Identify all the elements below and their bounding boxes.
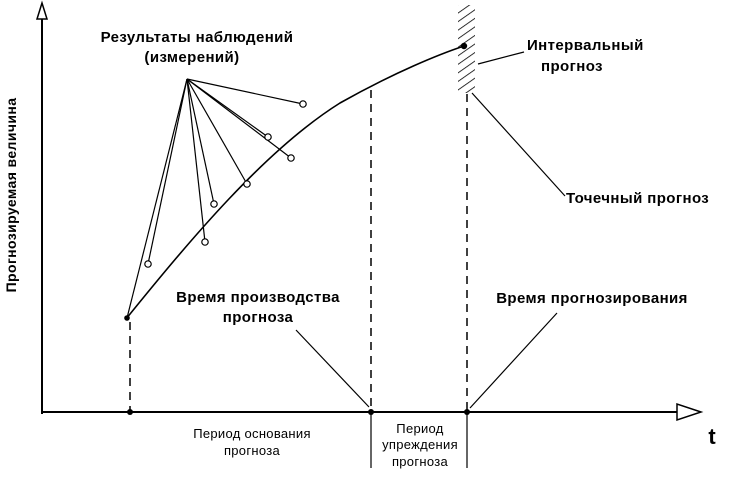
fan-line [147, 78, 188, 265]
y-axis-arrow-icon [35, 0, 49, 20]
point-forecast-dot [460, 42, 468, 50]
production-time-label-line2: прогноза [223, 309, 294, 326]
fan-line [186, 78, 248, 185]
production-time-label-line1: Время производства [176, 289, 340, 306]
observations-label-line2: (измерений) [144, 49, 239, 66]
production-time-connector [295, 329, 370, 408]
observation-point [144, 260, 152, 268]
observation-point [299, 100, 307, 108]
observations-label-line1: Результаты наблюдений [101, 29, 294, 46]
point-forecast-label: Точечный прогноз [566, 190, 709, 207]
fan-line [186, 78, 206, 243]
observation-point [287, 154, 295, 162]
lead-period-label-line3: прогноза [392, 454, 449, 469]
interval-forecast-label-line1: Интервальный [527, 37, 644, 54]
axis-dot-start [127, 409, 133, 415]
base-period-label-line2: прогноза [224, 443, 281, 458]
axis-markers [127, 409, 470, 415]
period-separators [370, 414, 468, 468]
interval-forecast-hatch [458, 5, 475, 93]
observation-point [243, 180, 251, 188]
y-axis-label: Прогнозируемая величина [3, 98, 19, 293]
axis-dot-forecasting [464, 409, 470, 415]
x-axis-label: t [708, 424, 716, 449]
interval-forecast-label-line2: прогноз [541, 58, 603, 75]
fan-line [186, 78, 304, 105]
observation-point [210, 200, 218, 208]
dashed-lines [129, 90, 468, 410]
observation-points [144, 100, 307, 268]
base-period-label-line1: Период основания [193, 426, 311, 441]
lead-period-label-line2: упреждения [382, 437, 458, 452]
lead-period-label-line1: Период [396, 421, 444, 436]
axes [35, 0, 704, 422]
axis-dot-production [368, 409, 374, 415]
fan-line [126, 78, 188, 319]
forecasting-time-connector [469, 312, 558, 409]
interval-forecast-connector [477, 51, 525, 65]
fan-line [186, 78, 269, 138]
observation-point [201, 238, 209, 246]
observation-fan [126, 78, 304, 319]
callout-connectors [295, 51, 566, 409]
forecast-curve [125, 45, 465, 320]
point-forecast-connector [471, 92, 566, 197]
observation-point [264, 133, 272, 141]
forecasting-time-label: Время прогнозирования [496, 290, 688, 307]
x-axis-arrow-icon [676, 402, 704, 422]
fan-line [186, 78, 215, 205]
fan-line [186, 78, 292, 159]
